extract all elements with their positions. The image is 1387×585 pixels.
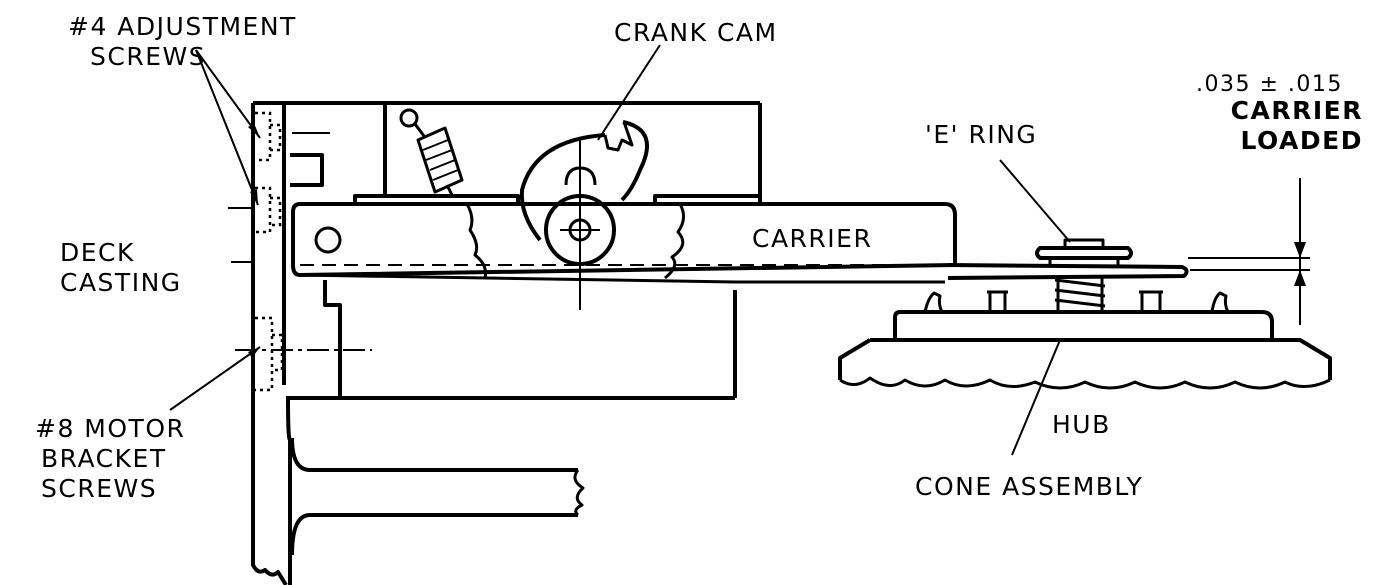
leader-lines [169, 44, 1071, 456]
label-carrier: CARRIER [752, 224, 873, 253]
adjustment-screw-upper [255, 111, 330, 162]
crank-cam [519, 120, 649, 310]
cone-arm [947, 238, 1189, 280]
label-e-ring: 'E' RING [925, 120, 1038, 149]
carrier-loaded-line1: CARRIER [1230, 96, 1363, 125]
label-deck-casting: DECK CASTING [60, 238, 182, 298]
dimension-marker [1188, 178, 1310, 325]
motor-bracket-screw [235, 316, 372, 392]
adjustment-screws-line1: #4 ADJUSTMENT [68, 12, 297, 41]
carrier-loaded-line2: LOADED [1240, 126, 1363, 155]
label-crank-cam: CRANK CAM [614, 18, 778, 47]
label-cone-assembly: CONE ASSEMBLY [915, 472, 1144, 501]
adjustment-screw-lower [228, 186, 282, 234]
deck-casting [231, 101, 760, 585]
adjustment-screws-line2: SCREWS [90, 42, 207, 71]
deck-casting-line2: CASTING [60, 268, 182, 297]
deck-casting-line1: DECK [60, 238, 135, 267]
motor-bracket-line1: #8 MOTOR [35, 414, 186, 443]
label-tolerance: .035 ± .015 [1196, 72, 1343, 97]
upper-block [290, 103, 762, 398]
carrier-bar [291, 202, 957, 284]
label-motor-bracket-screws: #8 MOTOR BRACKET SCREWS [35, 414, 185, 504]
spring [399, 108, 464, 198]
hub-cone-assembly [838, 278, 1332, 390]
label-hub: HUB [1052, 410, 1111, 439]
label-adjustment-screws: #4 ADJUSTMENT SCREWS [68, 12, 297, 72]
motor-bracket-line3: SCREWS [41, 474, 158, 503]
motor-bracket-line2: BRACKET [41, 444, 167, 473]
label-carrier-loaded: CARRIER LOADED [1215, 96, 1363, 156]
